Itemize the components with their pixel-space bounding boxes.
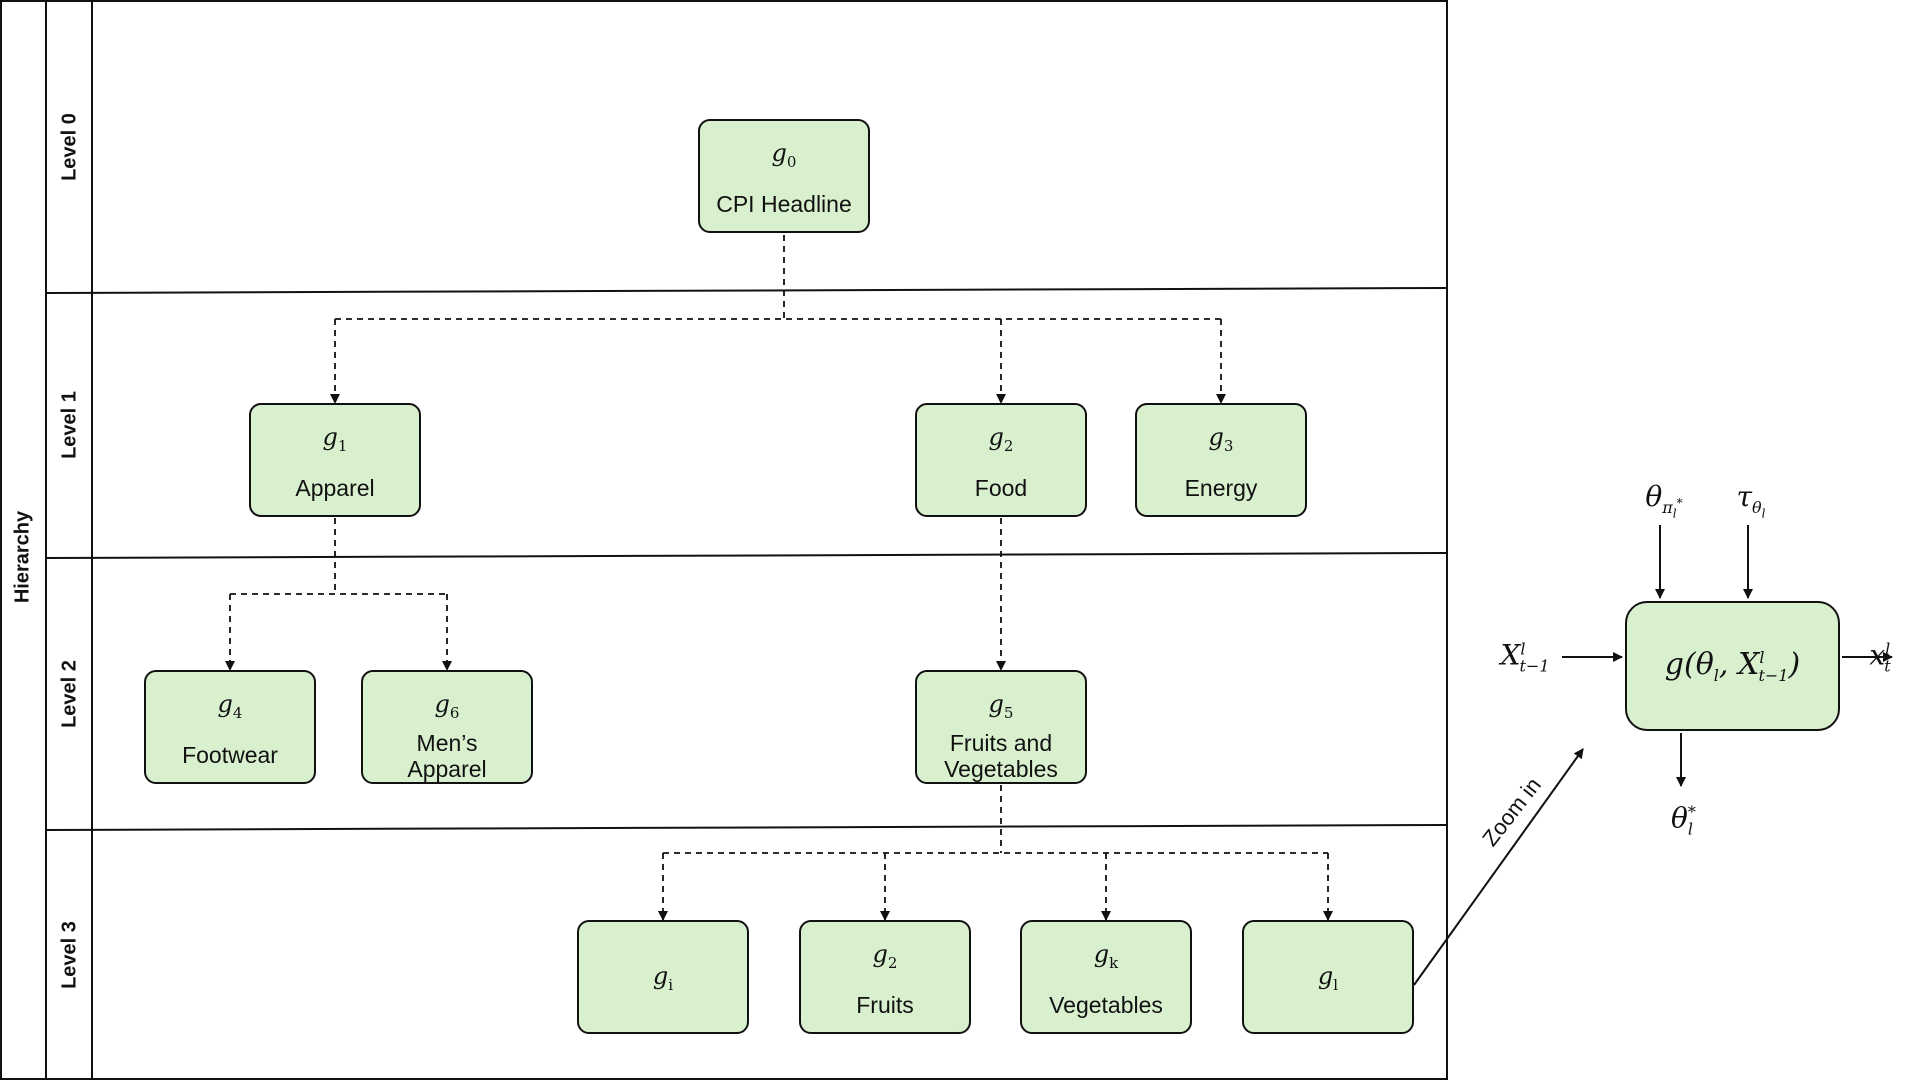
node-symbol: gk — [1093, 940, 1119, 972]
connector-g5-bus — [663, 785, 1328, 854]
connector-g0-bus — [335, 235, 1221, 320]
node-g3: g3 Energy — [1135, 403, 1307, 517]
node-g6: g6 Men’s Apparel — [361, 670, 533, 784]
zoom-arrow — [1413, 748, 1584, 986]
node-label: CPI Headline — [716, 191, 852, 217]
output-right-label: xlt — [1869, 638, 1891, 676]
input-top2-label: τθl — [1736, 480, 1766, 520]
level-1-label: Level 1 — [58, 391, 81, 459]
node-label: Fruits — [856, 992, 914, 1018]
output-bottom-label: θ*l — [1671, 801, 1696, 839]
hierarchy-axis-label: Hierarchy — [11, 510, 34, 604]
node-symbol: g0 — [771, 139, 797, 171]
node-label: Vegetables — [1049, 992, 1163, 1018]
node-label: Apparel — [295, 475, 375, 501]
node-symbol: gi — [652, 962, 674, 994]
node-g2-fruits: g2 Fruits — [799, 920, 971, 1034]
function-node: g(θl, Xlt−1) — [1625, 601, 1840, 731]
node-label: Food — [974, 475, 1028, 501]
node-gi: gi — [577, 920, 749, 1034]
node-label: Fruits and Vegetables — [944, 730, 1058, 782]
node-symbol: gl — [1317, 962, 1339, 994]
input-left-label: Xlt−1 — [1500, 638, 1550, 676]
node-label: Footwear — [182, 742, 278, 768]
node-gl: gl — [1242, 920, 1414, 1034]
level-2-label: Level 2 — [58, 660, 81, 728]
node-symbol: g1 — [322, 423, 348, 455]
node-g5: g5 Fruits and Vegetables — [915, 670, 1087, 784]
level-separator-2 — [45, 552, 1448, 559]
connector-g1-bus — [230, 518, 447, 595]
node-symbol: g2 — [872, 940, 898, 972]
level-separator-3 — [45, 824, 1448, 831]
node-label: Energy — [1184, 475, 1258, 501]
node-symbol: g2 — [988, 423, 1014, 455]
node-g0: g0 CPI Headline — [698, 119, 870, 233]
node-g2: g2 Food — [915, 403, 1087, 517]
node-gk: gk Vegetables — [1020, 920, 1192, 1034]
node-g4: g4 Footwear — [144, 670, 316, 784]
node-symbol: g5 — [988, 690, 1014, 722]
node-g1: g1 Apparel — [249, 403, 421, 517]
level-separator-1 — [45, 287, 1448, 294]
level-3-label: Level 3 — [58, 921, 81, 989]
node-symbol: g6 — [434, 690, 460, 722]
node-symbol: g3 — [1208, 423, 1234, 455]
input-top1-label: θπl* — [1645, 480, 1683, 520]
node-label: Men’s Apparel — [407, 730, 487, 782]
function-expression: g(θl, Xlt−1) — [1664, 647, 1801, 685]
level-0-label: Level 0 — [58, 113, 81, 181]
node-symbol: g4 — [217, 690, 243, 722]
